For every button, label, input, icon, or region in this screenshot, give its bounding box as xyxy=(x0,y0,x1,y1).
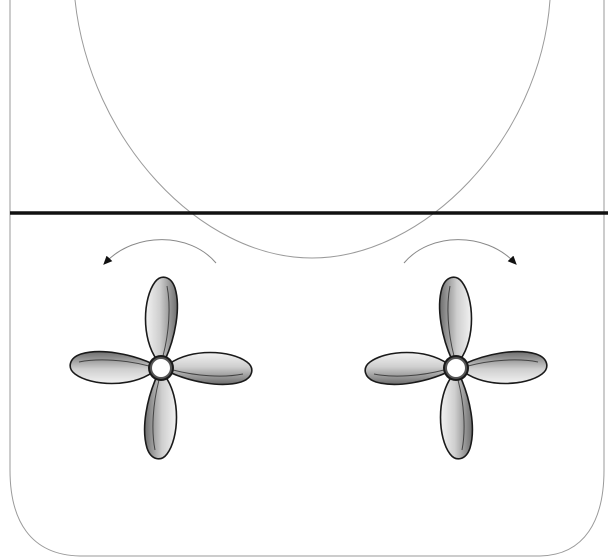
starboard-rotation-arrow xyxy=(404,240,514,263)
starboard-propeller xyxy=(365,277,547,459)
hull-outline xyxy=(10,0,604,556)
port-propeller xyxy=(70,277,252,459)
port-rotation-arrow xyxy=(106,240,216,263)
hull-bottom-arc xyxy=(75,0,550,258)
